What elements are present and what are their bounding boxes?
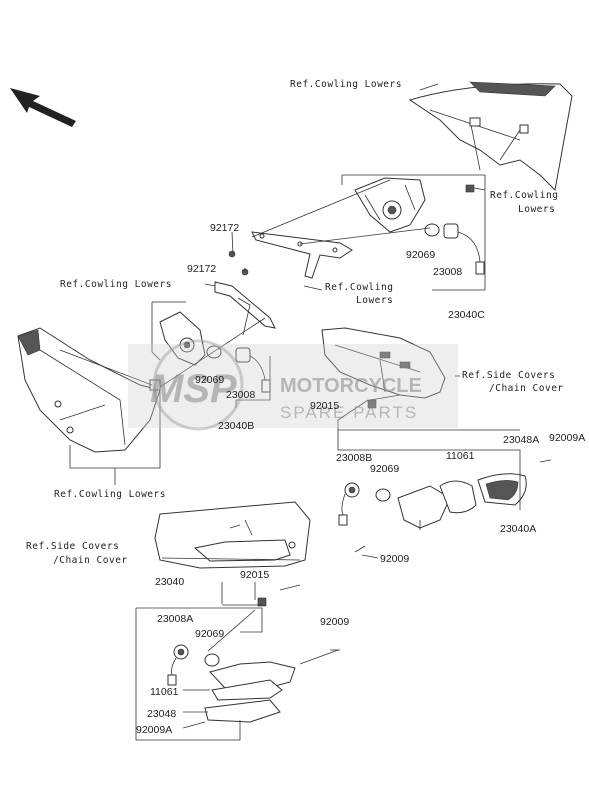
mounting-bracket-mid xyxy=(214,281,276,336)
part-23008-front-right: 23008 xyxy=(433,266,462,278)
part-11061-left: 11061 xyxy=(150,686,179,698)
side-cover-left xyxy=(154,501,311,569)
ref-side-covers-right-line2: /Chain Cover xyxy=(489,383,564,394)
turn-signal-housing-front-left xyxy=(159,311,206,366)
watermark-line2: SPARE PARTS xyxy=(280,403,418,422)
leader-lines xyxy=(59,83,521,741)
part-23040A: 23040A xyxy=(500,523,536,535)
part-92069-front-left: 92069 xyxy=(195,374,224,386)
watermark-logo: MSP xyxy=(150,367,237,411)
turn-signal-rear-left xyxy=(167,597,296,723)
cowling-lower-front-left xyxy=(17,327,161,453)
turn-signal-rear-right xyxy=(338,459,552,553)
part-23048: 23048 xyxy=(147,708,176,720)
ref-cowling-lowers-bottom: Ref.Cowling Lowers xyxy=(54,489,166,500)
part-23048A: 23048A xyxy=(503,434,539,446)
part-92009A-left: 92009A xyxy=(136,724,172,736)
watermark: MSP MOTORCYCLE SPARE PARTS xyxy=(128,339,458,431)
part-11061-right: 11061 xyxy=(446,450,475,462)
part-92009A-right: 92009A xyxy=(549,432,585,444)
cowling-lower-top-right xyxy=(408,81,573,192)
ref-side-covers-left-line1: Ref.Side Covers xyxy=(26,541,119,552)
ref-cowling-lowers-top: Ref.Cowling Lowers xyxy=(290,79,402,90)
part-92172-upper: 92172 xyxy=(210,222,239,234)
part-23008-front-left: 23008 xyxy=(226,389,255,401)
mounting-bracket-top xyxy=(228,231,353,279)
part-92009-left: 92009 xyxy=(320,616,349,628)
part-23040: 23040 xyxy=(155,576,184,588)
bulb-socket-front-right xyxy=(424,184,485,275)
ref-cowling-lowers-left: Ref.Cowling Lowers xyxy=(60,279,172,290)
part-92069-rear-right: 92069 xyxy=(370,463,399,475)
side-cover-right xyxy=(321,327,446,409)
ref-cowling-right-line1: Ref.Cowling xyxy=(490,190,558,201)
turn-signal-housing-front-right xyxy=(354,177,426,233)
part-92172-lower: 92172 xyxy=(187,263,216,275)
part-92015-left: 92015 xyxy=(240,569,269,581)
part-23040B: 23040B xyxy=(218,420,254,432)
ref-side-covers-right-line1: Ref.Side Covers xyxy=(462,370,555,381)
part-92069-rear-left: 92069 xyxy=(195,628,224,640)
ref-cowling-mid-line2: Lowers xyxy=(356,295,393,306)
part-23008B: 23008B xyxy=(336,452,372,464)
ref-cowling-mid-line1: Ref.Cowling xyxy=(325,282,393,293)
part-92009-right: 92009 xyxy=(380,553,409,565)
part-23008A: 23008A xyxy=(157,613,193,625)
part-23040C: 23040C xyxy=(448,309,485,321)
ref-side-covers-left-line2: /Chain Cover xyxy=(53,555,128,566)
ref-cowling-right-line2: Lowers xyxy=(518,204,555,215)
part-92015-right: 92015 xyxy=(310,400,339,412)
part-92069-front-right: 92069 xyxy=(406,249,435,261)
front-direction-arrow-icon xyxy=(10,88,76,127)
watermark-line1: MOTORCYCLE xyxy=(280,375,422,397)
